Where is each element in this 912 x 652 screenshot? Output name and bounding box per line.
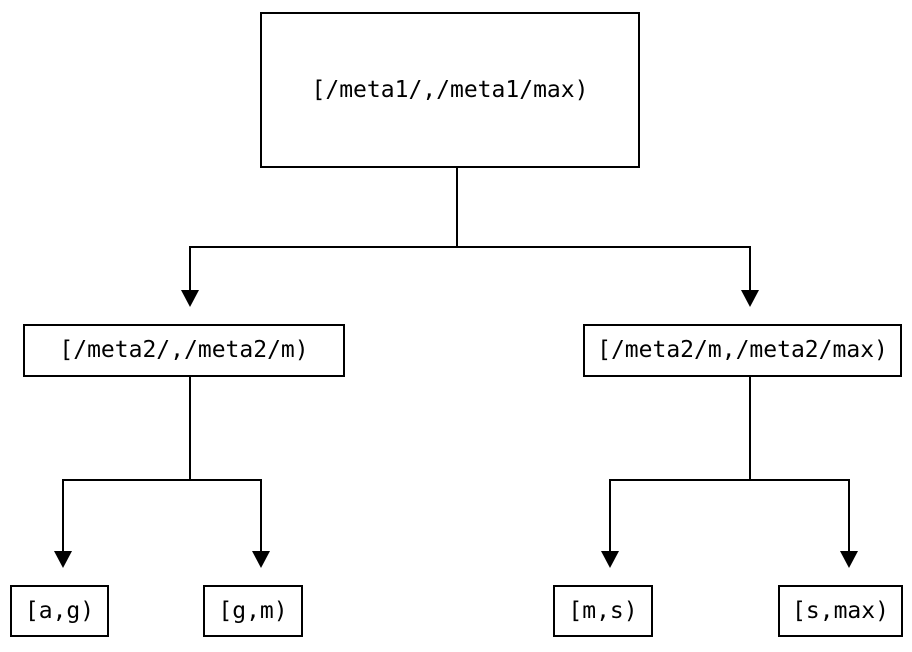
tree-node-left-left-label: [a,g) bbox=[24, 597, 95, 624]
tree-node-left-left: [a,g) bbox=[10, 585, 109, 637]
tree-node-right-left: [m,s) bbox=[553, 585, 653, 637]
arrow-down-icon bbox=[601, 551, 619, 568]
arrow-down-icon bbox=[54, 551, 72, 568]
tree-node-left: [/meta2/,/meta2/m) bbox=[23, 324, 345, 377]
tree-node-right-left-label: [m,s) bbox=[568, 597, 638, 624]
tree-node-right-right-label: [s,max) bbox=[792, 597, 889, 624]
arrow-down-icon bbox=[181, 290, 199, 307]
arrow-down-icon bbox=[840, 551, 858, 568]
tree-node-right-label: [/meta2/m,/meta2/max) bbox=[597, 337, 888, 363]
tree-node-right-right: [s,max) bbox=[778, 585, 903, 637]
tree-node-left-label: [/meta2/,/meta2/m) bbox=[59, 337, 309, 363]
tree-node-root-label: [/meta1/,/meta1/max) bbox=[311, 76, 589, 103]
tree-node-left-right-label: [g,m) bbox=[218, 597, 288, 624]
tree-node-left-right: [g,m) bbox=[203, 585, 303, 637]
arrow-down-icon bbox=[741, 290, 759, 307]
arrow-down-icon bbox=[252, 551, 270, 568]
tree-node-right: [/meta2/m,/meta2/max) bbox=[583, 324, 902, 377]
tree-node-root: [/meta1/,/meta1/max) bbox=[260, 12, 640, 168]
